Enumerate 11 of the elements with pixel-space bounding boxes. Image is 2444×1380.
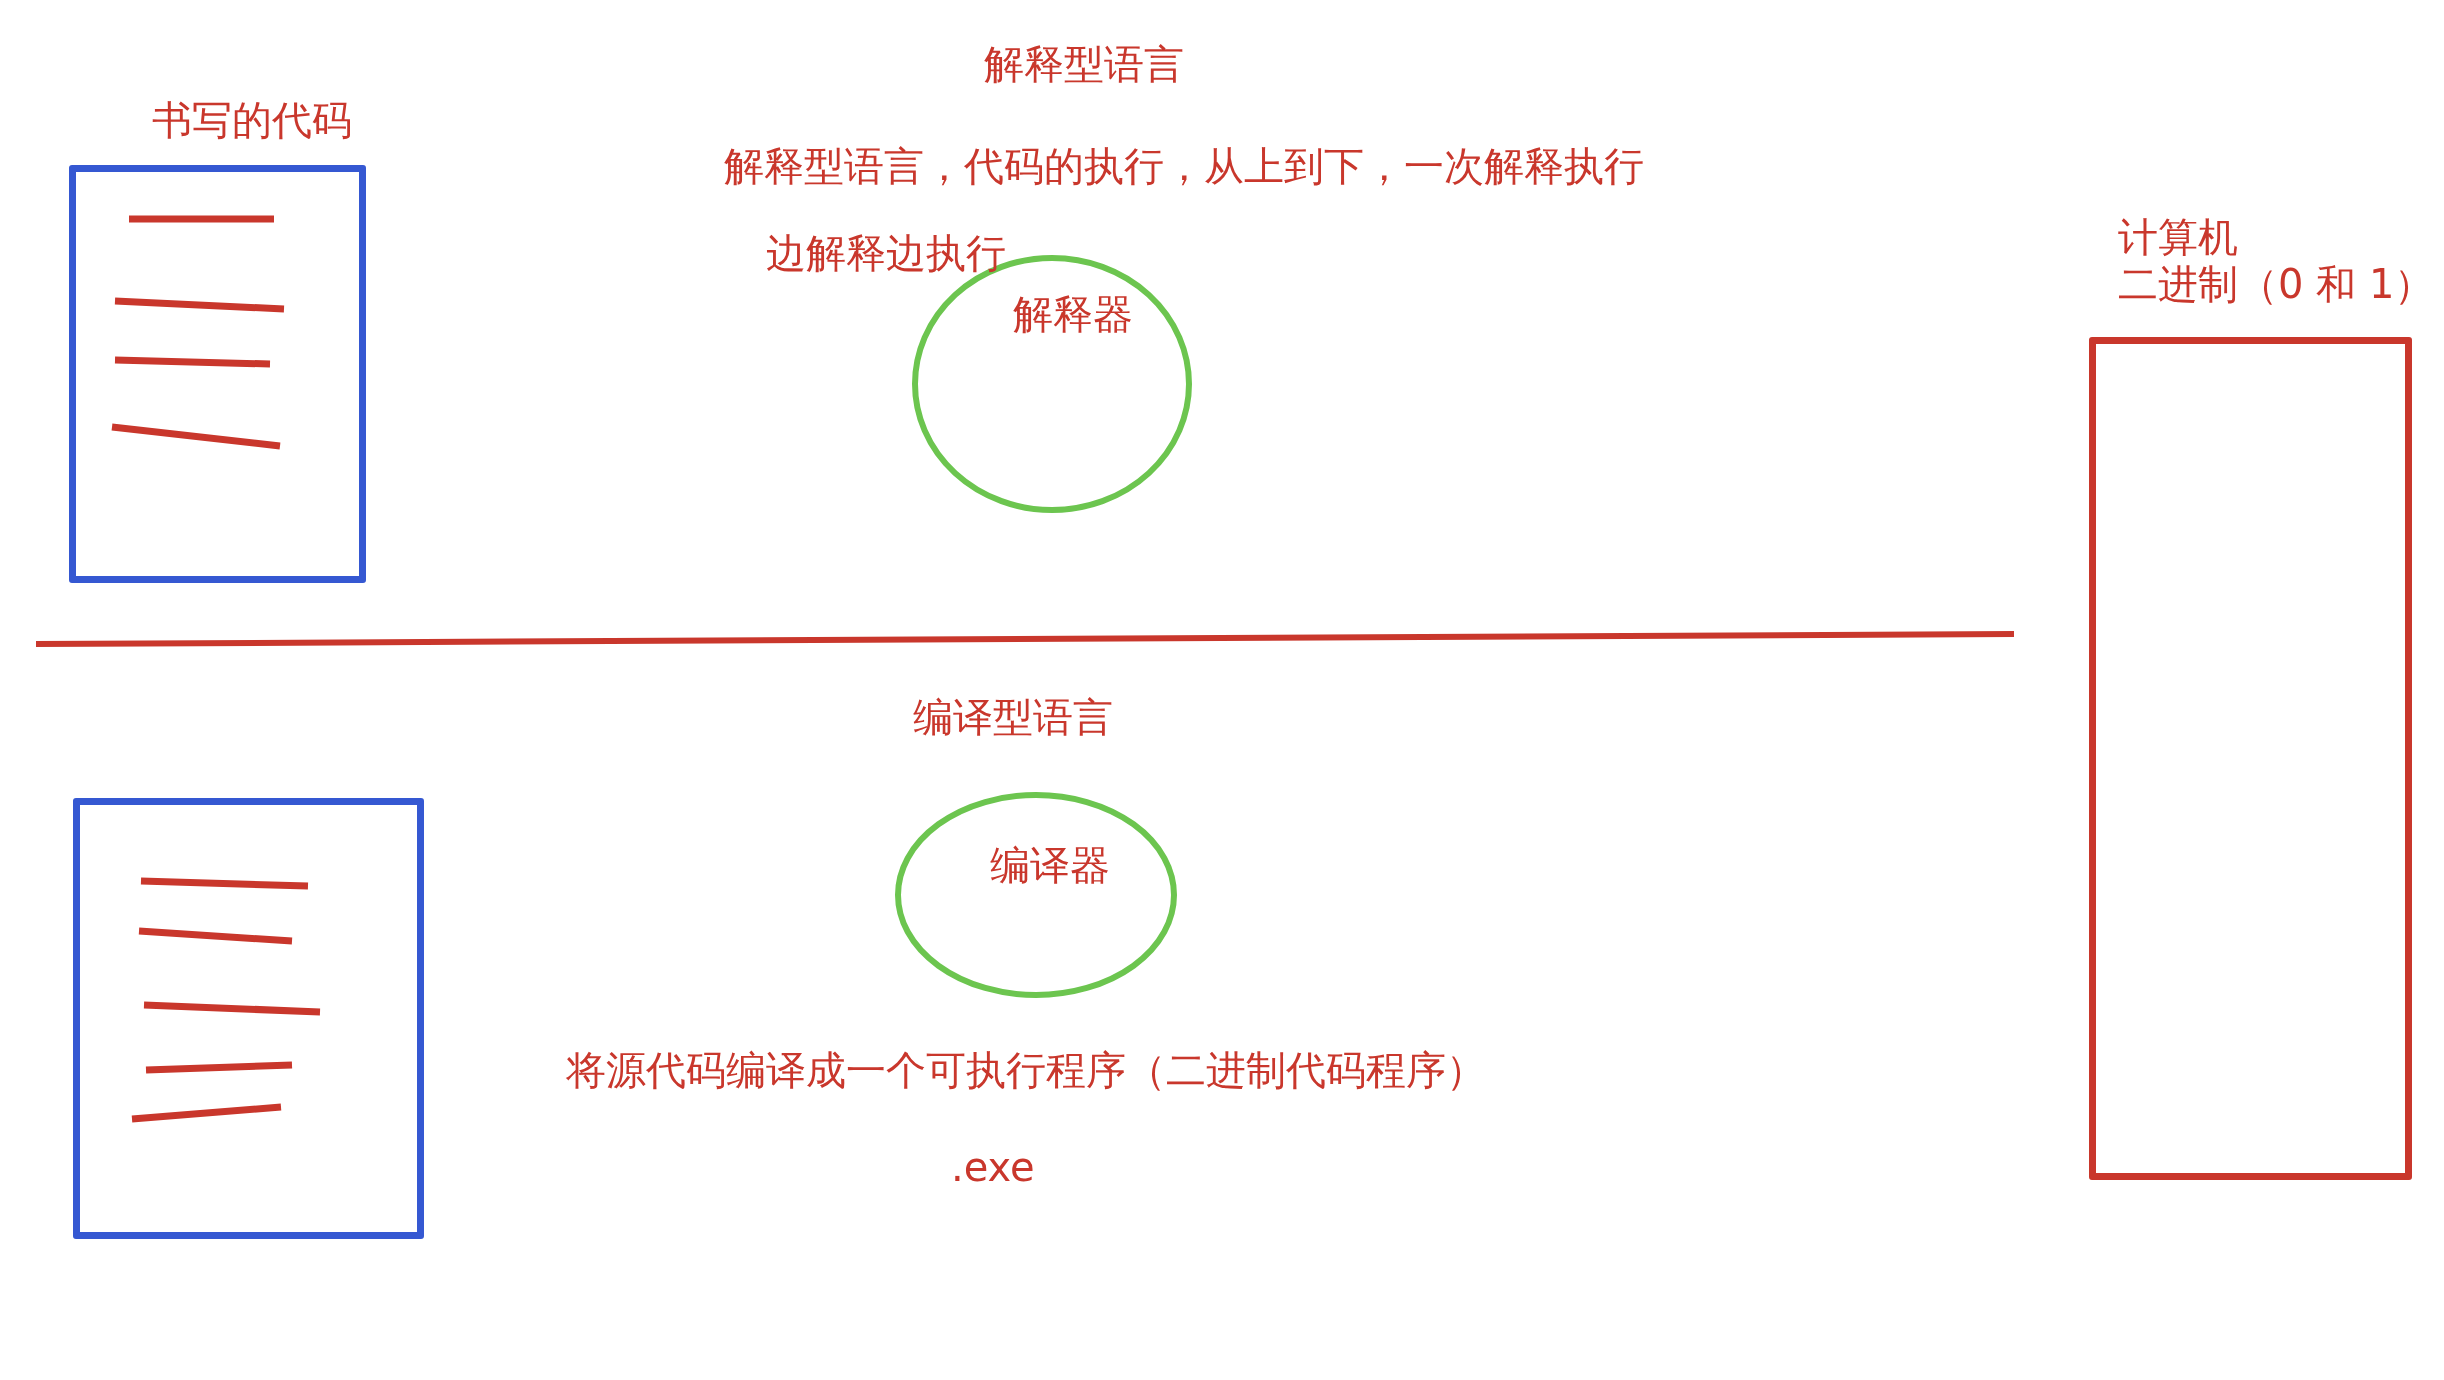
description-text: 解释型语言，代码的执行，从上到下，一次解释执行 [724,143,1644,189]
node-label: 解释器 [1013,291,1133,337]
box-subtitle: 二进制（0 和 1） [2118,261,2435,307]
file-extension-text: .exe [951,1144,1035,1190]
node-label: 编译器 [990,842,1110,888]
note-text: 边解释边执行 [766,230,1006,276]
box-title: 计算机 [2118,214,2238,260]
section-heading: 解释型语言 [984,41,1184,87]
section-heading: 编译型语言 [913,694,1113,740]
description-text: 将源代码编译成一个可执行程序（二进制代码程序） [566,1047,1486,1093]
box-title: 书写的代码 [152,97,352,143]
